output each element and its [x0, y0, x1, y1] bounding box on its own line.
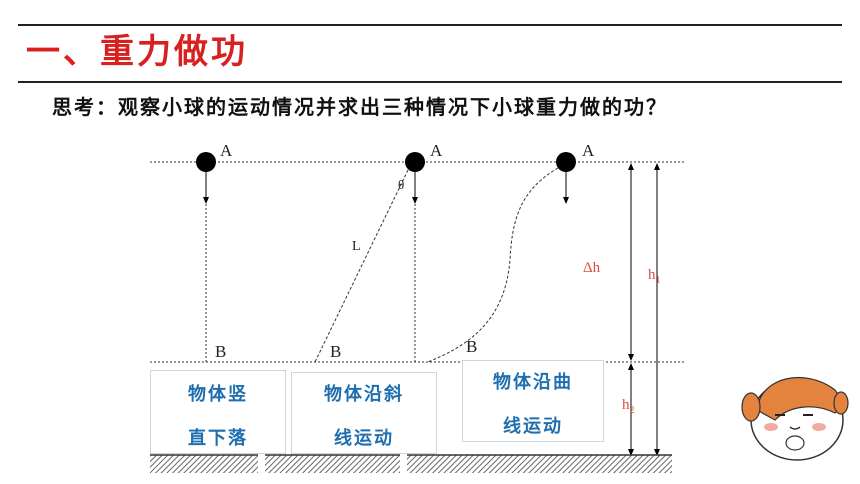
h1-arrowhead-top	[654, 163, 660, 170]
h2-label: h2	[622, 397, 635, 416]
label-A-case3: A	[582, 141, 595, 160]
ground-strip-2	[265, 455, 400, 473]
case3-line1: 物体沿曲	[493, 372, 573, 393]
curve-path	[427, 167, 559, 363]
label-A-case1: A	[220, 141, 233, 160]
delta-h-arrowhead-top	[628, 163, 634, 170]
arrowhead-case1	[203, 197, 209, 204]
top-divider	[18, 24, 842, 26]
case1-line1: 物体竖	[188, 384, 248, 405]
case3-line2: 线运动	[503, 416, 563, 437]
slide-title: 一、重力做功	[26, 32, 248, 72]
ball-case2	[405, 152, 425, 172]
case1-line2: 直下落	[188, 428, 248, 449]
ground-strip-3	[407, 455, 672, 473]
case-caption-curve: 物体沿曲 线运动	[462, 360, 604, 442]
length-label: L	[352, 239, 361, 254]
label-A-case2: A	[430, 141, 443, 160]
incline-path	[314, 169, 409, 363]
delta-h-label: Δh	[583, 260, 601, 276]
label-B-case1: B	[215, 342, 226, 361]
h2-arrowhead-bottom	[628, 449, 634, 456]
case2-line2: 线运动	[334, 428, 394, 449]
arrowhead-case3	[563, 197, 569, 204]
h1-label: h1	[648, 267, 661, 286]
title-divider	[18, 81, 842, 83]
h2-arrowhead-top	[628, 363, 634, 370]
hamster-mascot-icon	[741, 376, 849, 461]
case2-line1: 物体沿斜	[324, 384, 404, 405]
delta-h-arrowhead-bottom	[628, 354, 634, 361]
ball-case1	[196, 152, 216, 172]
label-B-case2: B	[330, 342, 341, 361]
label-B-case3: B	[466, 337, 477, 356]
ground-strip-1	[150, 455, 258, 473]
ball-case3	[556, 152, 576, 172]
theta-label: θ	[398, 177, 404, 192]
arrowhead-case2	[412, 197, 418, 204]
question-text: 思考：观察小球的运动情况并求出三种情况下小球重力做的功？	[52, 95, 668, 119]
case-caption-vertical: 物体竖 直下落	[150, 370, 286, 454]
h1-arrowhead-bottom	[654, 449, 660, 456]
case-caption-incline: 物体沿斜 线运动	[291, 372, 437, 454]
